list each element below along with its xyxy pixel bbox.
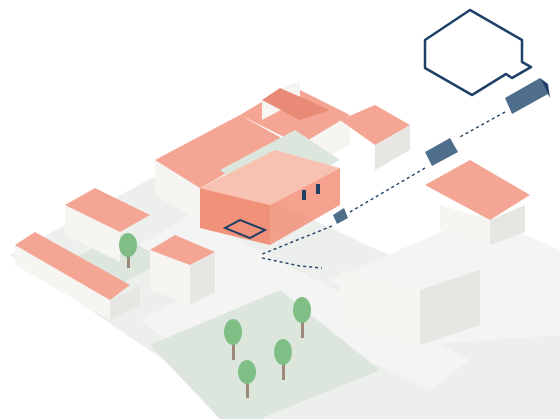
hub-entrance (222, 218, 268, 240)
tree (224, 319, 242, 360)
hub-front-wall (200, 188, 270, 245)
tree (293, 297, 311, 338)
cargo-bike (333, 208, 348, 224)
hub-door-2 (316, 184, 320, 194)
route-truck-to-van (457, 111, 506, 139)
route-bike-to-corner (261, 257, 323, 269)
van (425, 138, 458, 166)
trees (119, 233, 311, 398)
depot-outline (423, 8, 533, 97)
micro-hub (200, 150, 340, 245)
route-bike-to-street (259, 225, 333, 256)
green-space (150, 290, 380, 419)
hub-door (302, 190, 306, 200)
tree (119, 233, 137, 268)
left-building-block (15, 188, 215, 320)
routes (259, 111, 506, 269)
tree (274, 339, 292, 380)
right-building (340, 160, 530, 345)
hub-side-wall (270, 168, 340, 245)
tree (238, 360, 256, 398)
cross-street (140, 260, 300, 350)
truck (505, 78, 550, 114)
hub-roof (200, 150, 340, 205)
route-van-to-bike (349, 167, 426, 213)
